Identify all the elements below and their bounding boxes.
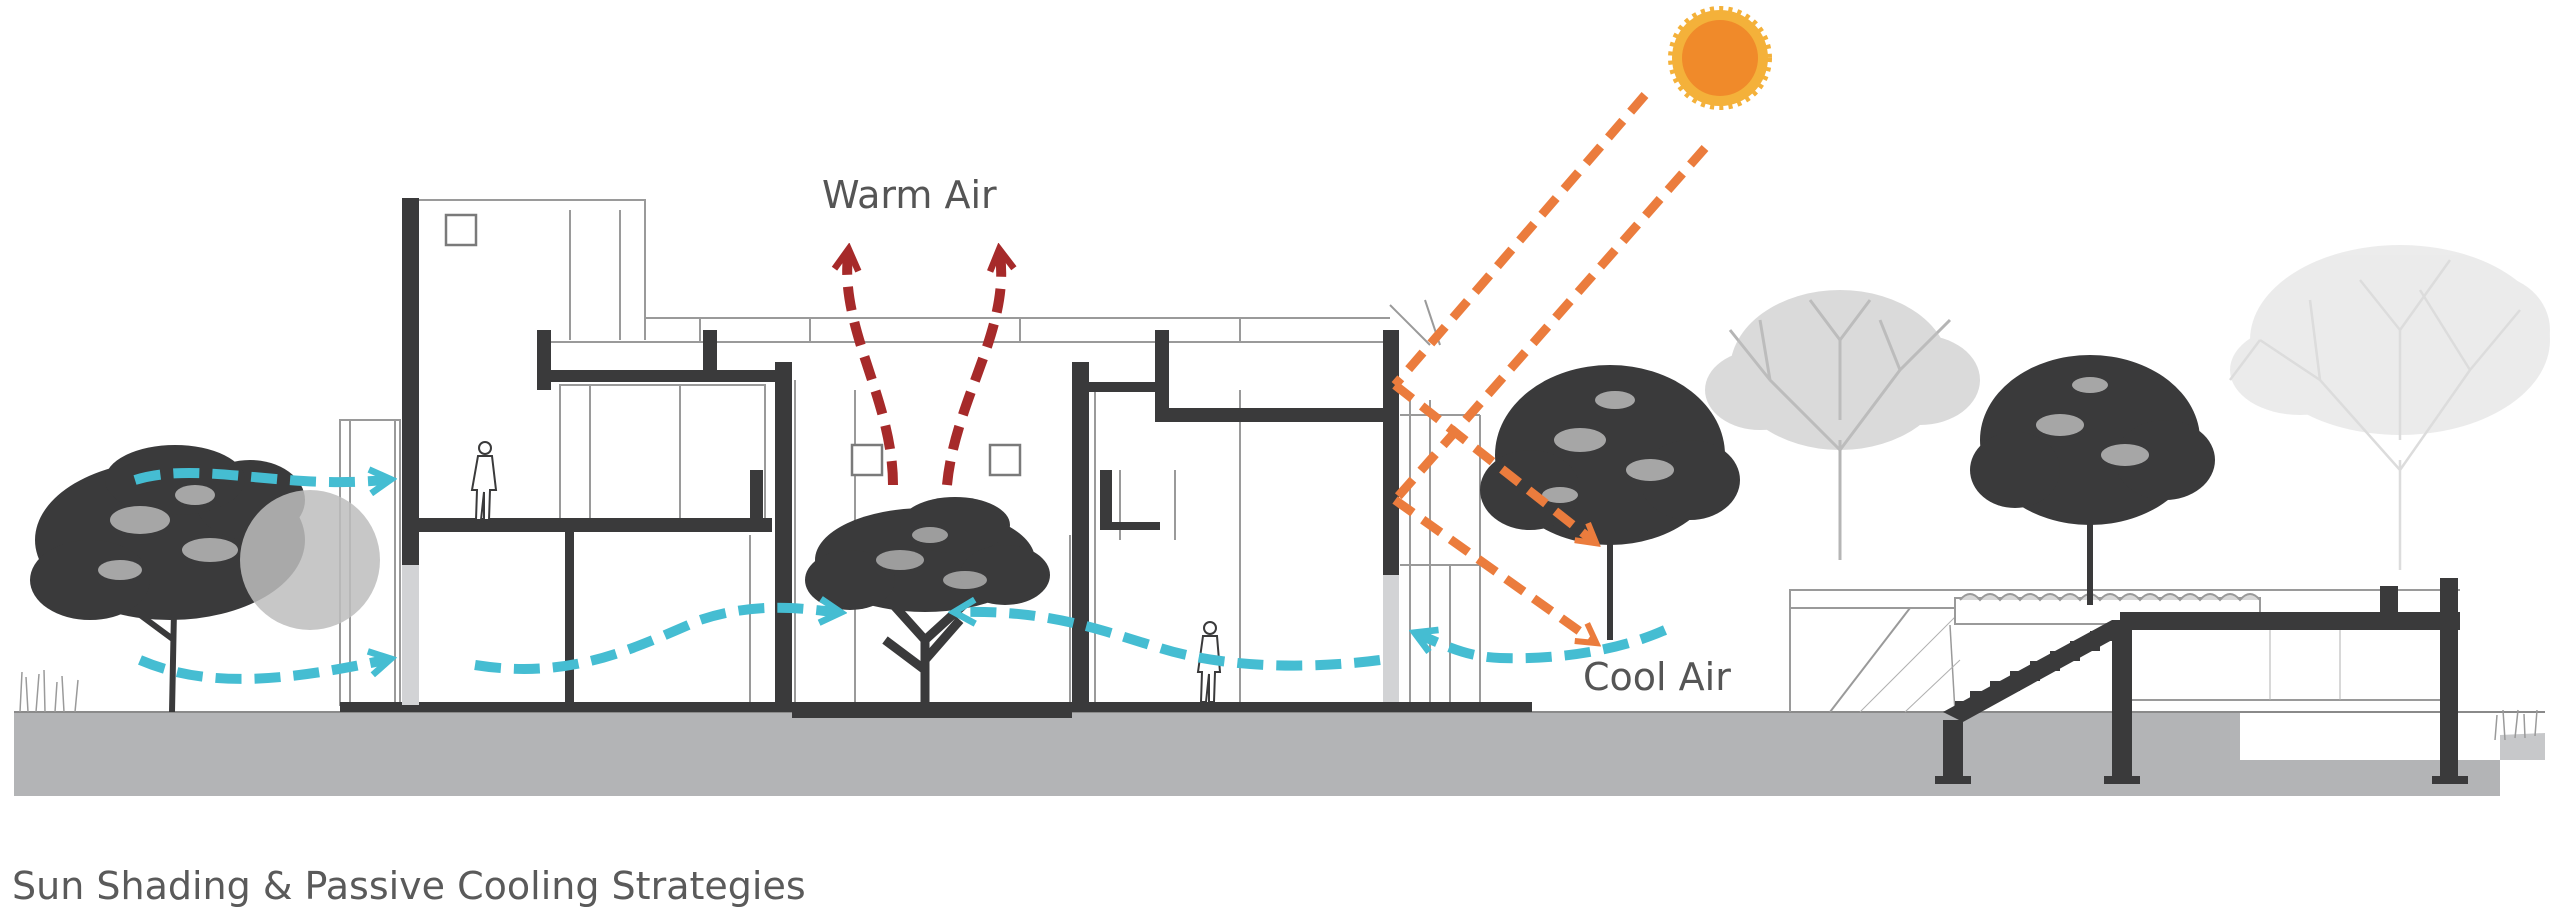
- figure-caption: Sun Shading & Passive Cooling Strategies: [12, 864, 806, 908]
- sun-rays: [1391, 92, 1709, 640]
- person-silhouette-icon: [1196, 621, 1222, 703]
- tree-icon: [30, 445, 380, 713]
- cool-air-label: Cool Air: [1583, 655, 1731, 699]
- background-tree-faint: [2229, 245, 2550, 570]
- tree-icon: [805, 497, 1050, 712]
- ground: [14, 711, 2545, 796]
- background-tree-faded: [1705, 290, 1980, 560]
- warm-air-label: Warm Air: [822, 173, 997, 217]
- glazing: [402, 565, 1399, 705]
- building-thin-lines: [339, 199, 1481, 710]
- windows: [444, 213, 1022, 477]
- terrace-structure: [1789, 578, 2468, 784]
- building-section: [340, 198, 1532, 718]
- tree-icon: [1480, 365, 1740, 640]
- tree-icon: [1970, 355, 2215, 605]
- sun-icon: [1668, 6, 1772, 110]
- warm-air-arrows: [847, 255, 1001, 486]
- cool-air-arrows: [133, 473, 1668, 684]
- person-silhouette-icon: [470, 441, 498, 521]
- grass: [19, 669, 2538, 741]
